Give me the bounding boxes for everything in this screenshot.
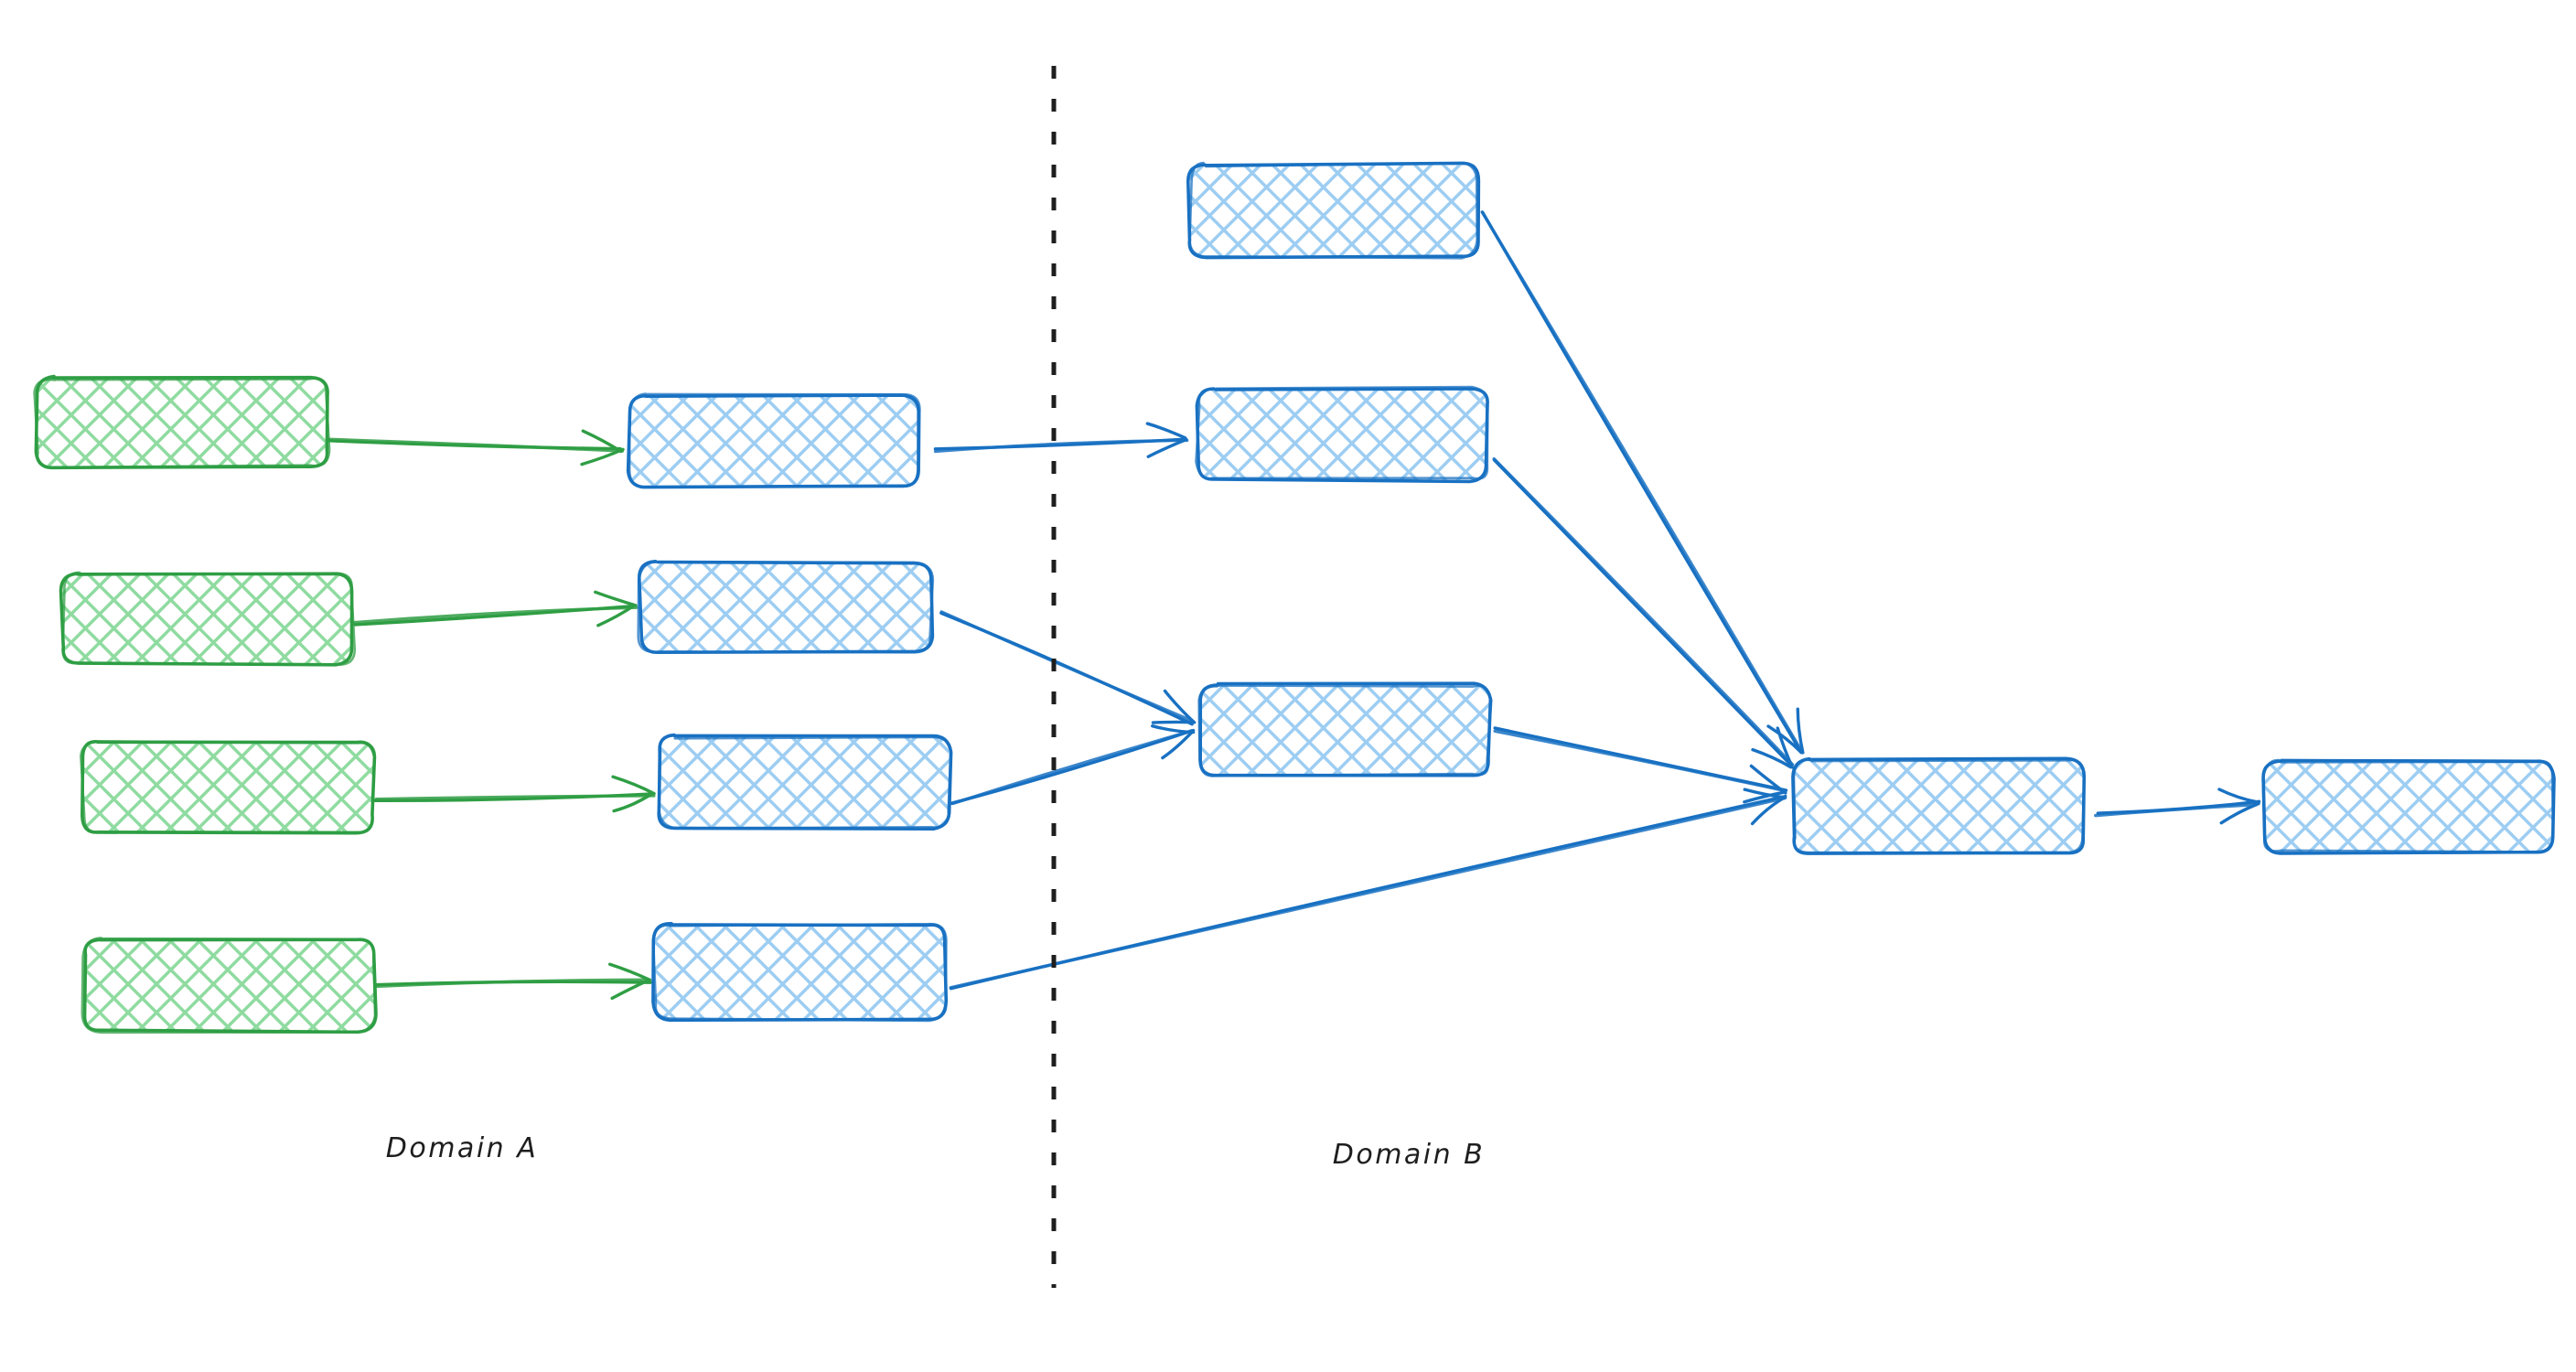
domain-b-label: Domain B	[1332, 1139, 1486, 1171]
domain-a-label: Domain A	[385, 1132, 539, 1164]
nodes-layer	[33, 161, 2556, 1034]
edge-a-mid-1-to-b-mid	[933, 422, 1189, 458]
node-a-src-4[interactable]	[80, 937, 378, 1034]
edge-a-src-2-to-a-mid-2	[351, 590, 639, 627]
node-b-low[interactable]	[1197, 681, 1493, 777]
edge-a-mid-3-to-b-low	[949, 724, 1196, 806]
node-b-mid[interactable]	[1195, 385, 1489, 484]
node-a-mid-3[interactable]	[657, 733, 953, 831]
edge-a-src-1-to-a-mid-1	[325, 429, 625, 466]
edge-b-mid-to-b-join	[1492, 456, 1795, 769]
edge-b-low-to-b-join	[1493, 726, 1788, 804]
node-a-src-3[interactable]	[80, 739, 377, 835]
edge-a-src-3-to-a-mid-3	[373, 775, 656, 813]
node-a-src-2[interactable]	[59, 571, 356, 667]
edge-a-mid-2-to-b-low	[939, 610, 1197, 726]
edge-b-join-to-b-out	[2094, 788, 2261, 825]
node-b-top[interactable]	[1186, 161, 1481, 260]
edges-layer	[325, 210, 2261, 1001]
node-b-out[interactable]	[2261, 758, 2556, 855]
node-a-mid-1[interactable]	[626, 392, 921, 489]
edge-b-top-to-b-join	[1480, 210, 1805, 755]
node-a-src-1[interactable]	[33, 374, 331, 470]
node-a-mid-2[interactable]	[637, 559, 935, 655]
edge-a-mid-4-to-b-join	[949, 788, 1787, 991]
node-a-mid-4[interactable]	[651, 921, 949, 1023]
edge-a-src-4-to-a-mid-4	[373, 962, 652, 1001]
node-b-join[interactable]	[1791, 756, 2087, 855]
